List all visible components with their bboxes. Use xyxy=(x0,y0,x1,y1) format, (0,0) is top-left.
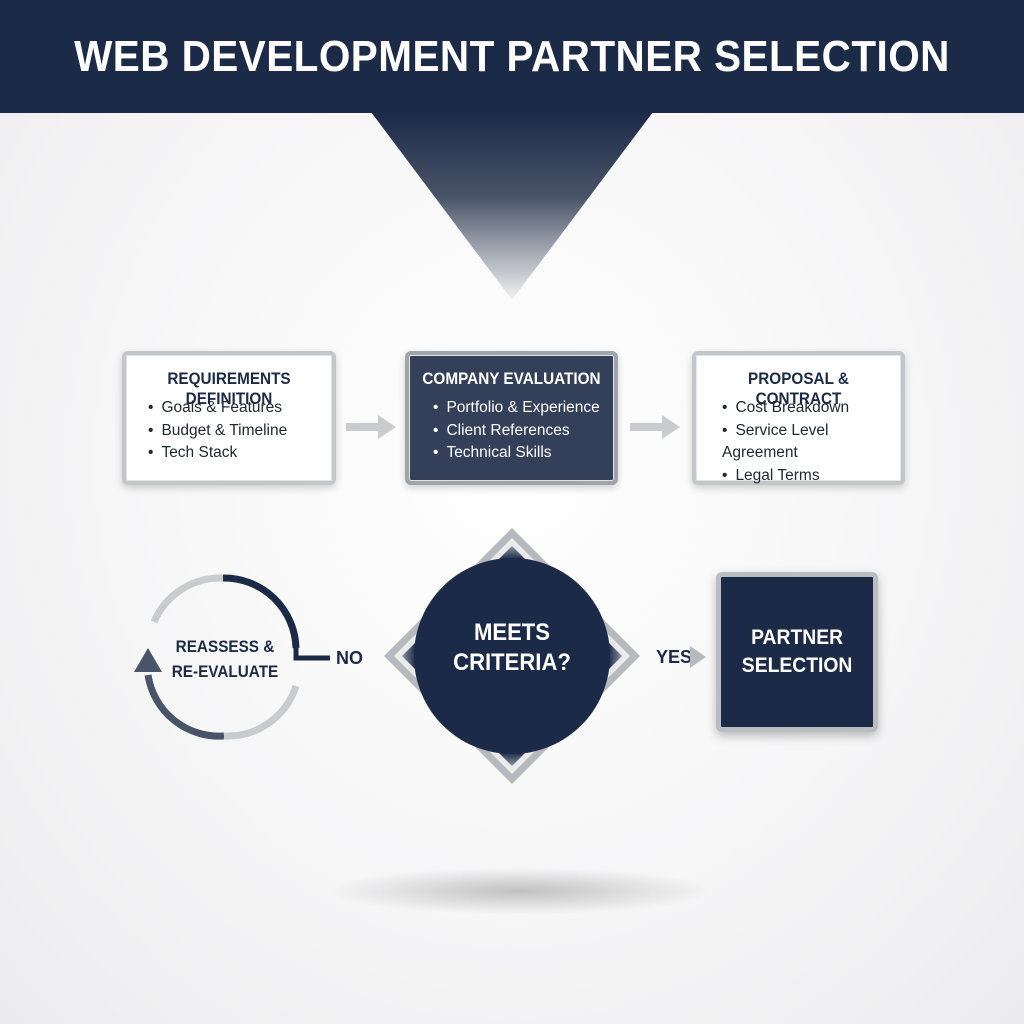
page-title: WEB DEVELOPMENT PARTNER SELECTION xyxy=(74,31,950,81)
right-arrow-icon xyxy=(346,415,396,439)
list-item: Goals & Features xyxy=(148,397,287,420)
list-item: Legal Terms xyxy=(722,465,901,488)
funnel-triangle xyxy=(371,112,653,300)
step-title: COMPANY EVALUATION xyxy=(422,369,601,388)
reassess-line-1: REASSESS & xyxy=(175,637,275,656)
list-item: Service Level Agreement xyxy=(722,420,901,465)
step-items: Cost Breakdown Service Level Agreement L… xyxy=(722,397,901,487)
step-proposal-contract: PROPOSAL & CONTRACT Cost Breakdown Servi… xyxy=(692,351,905,485)
no-label: NO xyxy=(336,648,363,668)
partner-line-2: SELECTION xyxy=(741,654,853,677)
reassess-label: REASSESS & RE-EVALUATE xyxy=(167,634,284,684)
step-items: Portfolio & Experience Client References… xyxy=(433,397,600,465)
list-item: Client References xyxy=(433,420,600,443)
step-company-evaluation: COMPANY EVALUATION Portfolio & Experienc… xyxy=(405,351,618,485)
list-item: Budget & Timeline xyxy=(148,420,287,443)
list-item: Portfolio & Experience xyxy=(433,397,599,420)
reassess-loop-arrow-icon xyxy=(134,574,330,740)
step-items: Goals & Features Budget & Timeline Tech … xyxy=(148,397,287,465)
partner-selection-label: PARTNER SELECTION xyxy=(742,624,853,680)
list-item: Tech Stack xyxy=(148,442,287,465)
partner-line-1: PARTNER xyxy=(751,626,843,649)
decision-diamond xyxy=(384,528,640,784)
list-item: Technical Skills xyxy=(433,442,600,465)
decision-line-2: CRITERIA? xyxy=(453,649,571,676)
step-requirements-definition: REQUIREMENTS DEFINITION Goals & Features… xyxy=(122,351,336,485)
decision-question: MEETS CRITERIA? xyxy=(411,618,613,678)
floor-shadow xyxy=(330,868,710,914)
list-item: Cost Breakdown xyxy=(722,397,901,420)
header-banner: WEB DEVELOPMENT PARTNER SELECTION xyxy=(0,0,1024,113)
right-arrow-icon xyxy=(630,415,680,439)
decision-line-1: MEETS xyxy=(473,619,551,646)
reassess-line-2: RE-EVALUATE xyxy=(171,662,279,681)
partner-selection-box: PARTNER SELECTION xyxy=(716,572,878,732)
yes-label: YES xyxy=(656,647,693,667)
yes-arrow-icon xyxy=(690,646,706,668)
